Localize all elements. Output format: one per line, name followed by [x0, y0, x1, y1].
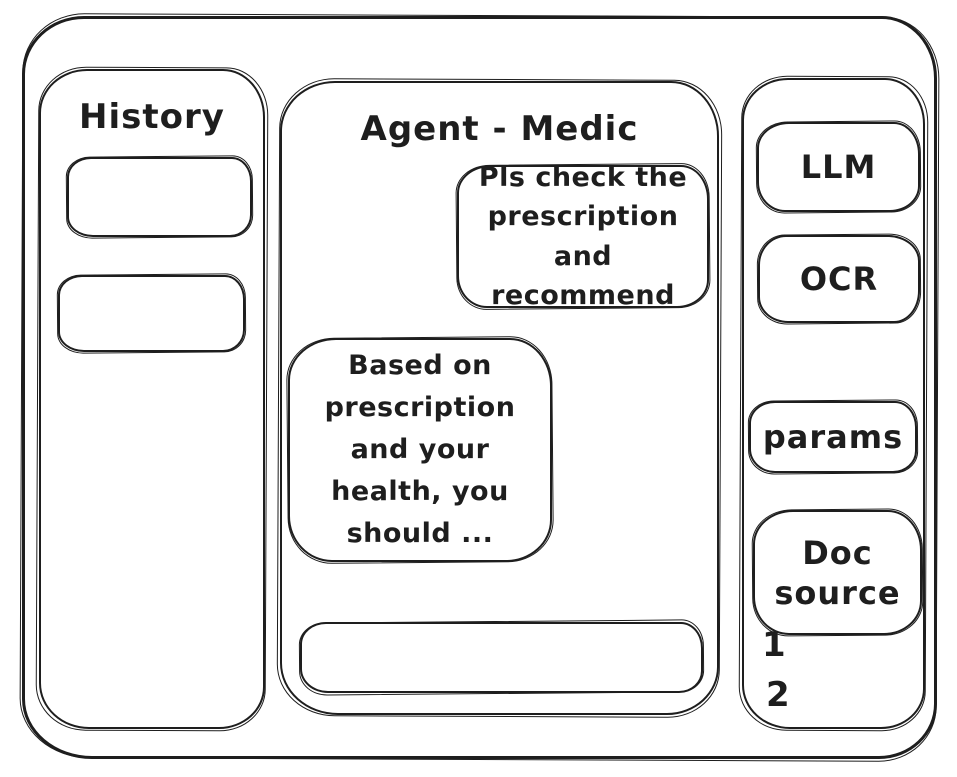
history-item-1[interactable]: [67, 157, 252, 237]
chat-panel: Agent - Medic Pls check the prescription…: [280, 81, 719, 715]
doc-source-item-1[interactable]: 1: [762, 625, 786, 665]
message-input-box: [300, 622, 703, 693]
assistant-message-bubble: Based on prescription and your health, y…: [288, 338, 552, 562]
doc-source-item-2[interactable]: 2: [766, 675, 790, 715]
chat-title: Agent - Medic: [360, 109, 639, 149]
user-message-bubble: Pls check the prescription and recommend: [457, 162, 709, 311]
llm-button[interactable]: LLM: [757, 122, 920, 212]
history-title: History: [79, 97, 225, 137]
history-item-2[interactable]: [58, 275, 245, 352]
user-message-text: Pls check the prescription and recommend: [478, 162, 688, 311]
app-window: History Agent - Medic Pls check the pres…: [22, 16, 937, 759]
message-input[interactable]: [302, 624, 701, 691]
params-button[interactable]: params: [749, 401, 917, 473]
doc-source-button[interactable]: Doc source: [753, 510, 922, 635]
ocr-button[interactable]: OCR: [758, 235, 920, 323]
assistant-message-text: Based on prescription and your health, y…: [324, 350, 516, 549]
history-panel: History: [39, 69, 265, 729]
tools-panel: LLM OCR params Doc source 1 2: [742, 78, 925, 729]
